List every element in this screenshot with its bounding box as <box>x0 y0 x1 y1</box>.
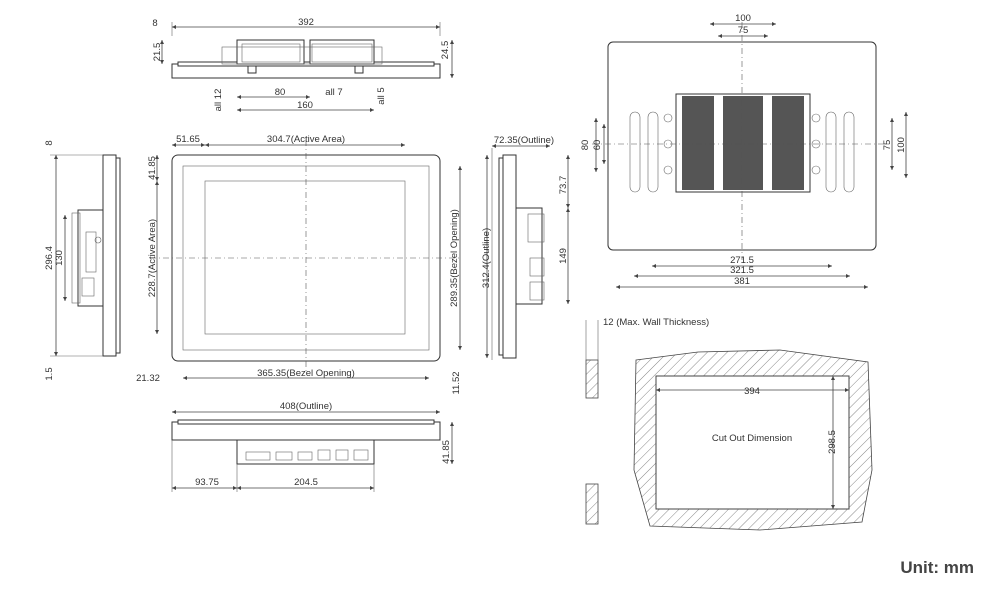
back-d100-label: 100 <box>735 13 751 24</box>
top-width-label: 392 <box>298 17 314 28</box>
right-outline-label: 72.35(Outline) <box>494 135 554 146</box>
cutout-width-label: 394 <box>744 386 760 397</box>
top-all7-label: all 7 <box>325 87 342 98</box>
front-top-margin-label: 41.85 <box>147 156 158 180</box>
top-all5-label: all 5 <box>376 87 387 104</box>
back-d75-label: 75 <box>738 25 749 36</box>
front-bezel-height-label: 289.35(Bezel Opening) <box>449 209 460 307</box>
right-outline-height-label: 312.4(Outline) <box>481 228 492 288</box>
front-left-offset-label: 21.32 <box>136 373 160 384</box>
right-d73-label: 73.7 <box>558 176 569 195</box>
top-d160-label: 160 <box>297 100 313 111</box>
bottom-d93-label: 93.75 <box>195 477 219 488</box>
right-d149-label: 149 <box>558 248 569 264</box>
bottom-d204-label: 204.5 <box>294 477 318 488</box>
bottom-d41-label: 41.85 <box>441 440 452 464</box>
left-side-view: 296.4 8 130 1.5 <box>44 140 121 381</box>
top-edge-label: 8 <box>152 18 157 29</box>
top-all12-label: all 12 <box>213 89 224 112</box>
front-bezel-width-label: 365.35(Bezel Opening) <box>257 368 355 379</box>
bottom-outline-label: 408(Outline) <box>280 401 332 412</box>
back-view: 100 75 80 60 75 100 271.5 321.5 381 <box>580 13 908 289</box>
back-d381-label: 381 <box>734 276 750 287</box>
top-view: 392 8 21.5 24.5 80 all 7 160 all 12 all … <box>152 17 454 112</box>
left-top-label: 8 <box>44 140 55 145</box>
front-view: 51.65 304.7(Active Area) 41.85 228.7(Act… <box>136 134 462 395</box>
cutout-label: Cut Out Dimension <box>712 433 792 444</box>
top-d80-label: 80 <box>275 87 286 98</box>
back-d60-label: 60 <box>592 140 603 151</box>
cutout-view: 12 (Max. Wall Thickness) 394 298.5 Cut O… <box>585 317 873 531</box>
left-bottom-label: 1.5 <box>44 367 55 380</box>
unit-label: Unit: mm <box>900 558 974 577</box>
front-active-width-label: 304.7(Active Area) <box>267 134 345 145</box>
front-active-height-label: 228.7(Active Area) <box>147 219 158 297</box>
bottom-view: 408(Outline) 93.75 204.5 41.85 <box>171 401 454 492</box>
cutout-wall-label: 12 (Max. Wall Thickness) <box>603 317 709 328</box>
top-height-label: 21.5 <box>152 43 163 62</box>
front-bottom-offset-label: 11.52 <box>451 371 462 394</box>
back-d75r-label: 75 <box>882 140 893 151</box>
back-d271-label: 271.5 <box>730 255 754 266</box>
top-depth-label: 24.5 <box>440 41 451 60</box>
back-d321-label: 321.5 <box>730 265 754 276</box>
right-side-view: 72.35(Outline) 73.7 149 312.4(Outline) <box>481 135 570 360</box>
left-inner-label: 130 <box>54 250 65 266</box>
cutout-height-label: 298.5 <box>827 430 838 454</box>
left-height-label: 296.4 <box>44 246 55 270</box>
back-d100r-label: 100 <box>896 137 907 153</box>
front-left-margin-label: 51.65 <box>176 134 200 145</box>
back-d80-label: 80 <box>580 140 591 151</box>
